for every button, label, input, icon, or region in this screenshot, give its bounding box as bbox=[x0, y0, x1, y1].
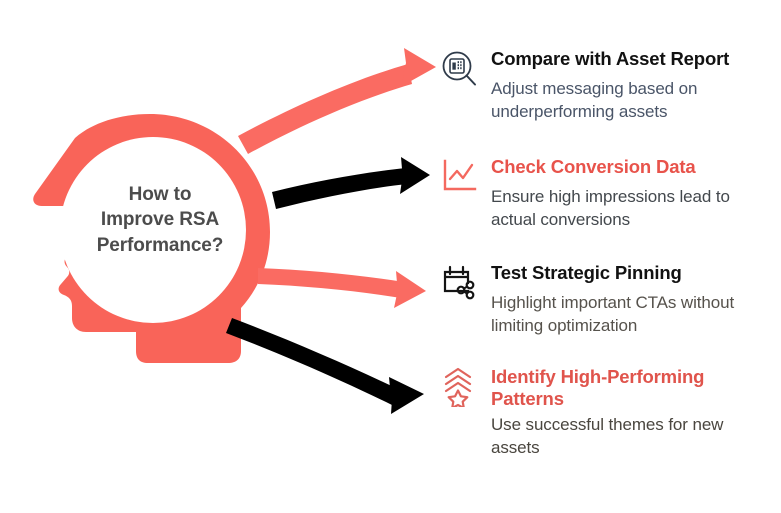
branch-description: Use successful themes for new assets bbox=[491, 415, 724, 458]
branch-description: Adjust messaging based on underperformin… bbox=[491, 79, 698, 122]
branch-title: Check Conversion Data bbox=[491, 156, 696, 177]
magnifier-report-icon bbox=[437, 47, 481, 89]
arrow-to-conversion bbox=[272, 157, 430, 209]
arrow-to-patterns bbox=[226, 318, 424, 414]
branch-description: Highlight important CTAs without limitin… bbox=[491, 293, 735, 336]
arrow-to-pinning bbox=[258, 268, 426, 308]
branch-description: Ensure high impressions lead to actual c… bbox=[491, 187, 730, 230]
branch-text: Compare with Asset Report Adjust messagi… bbox=[491, 47, 767, 123]
head-profile-graphic bbox=[33, 114, 270, 363]
branch-title: Test Strategic Pinning bbox=[491, 262, 682, 283]
branch-text: Check Conversion Data Ensure high impres… bbox=[491, 155, 767, 231]
branch-test-strategic-pinning[interactable]: Test Strategic Pinning Highlight importa… bbox=[437, 261, 772, 337]
arrow-to-compare bbox=[238, 48, 436, 154]
branch-text: Identify High-Performing Patterns Use su… bbox=[491, 365, 772, 460]
branch-title: Compare with Asset Report bbox=[491, 48, 730, 69]
thought-bubble-circle bbox=[60, 137, 246, 323]
branch-text: Test Strategic Pinning Highlight importa… bbox=[491, 261, 772, 337]
branch-compare-with-asset-report[interactable]: Compare with Asset Report Adjust messagi… bbox=[437, 47, 767, 123]
calendar-share-icon bbox=[437, 261, 481, 303]
line-chart-icon bbox=[437, 155, 481, 197]
branch-check-conversion-data[interactable]: Check Conversion Data Ensure high impres… bbox=[437, 155, 767, 231]
rising-star-icon bbox=[437, 365, 481, 407]
branch-identify-high-performing-patterns[interactable]: Identify High-Performing Patterns Use su… bbox=[437, 365, 772, 460]
branch-title: Identify High-Performing Patterns bbox=[491, 366, 705, 410]
